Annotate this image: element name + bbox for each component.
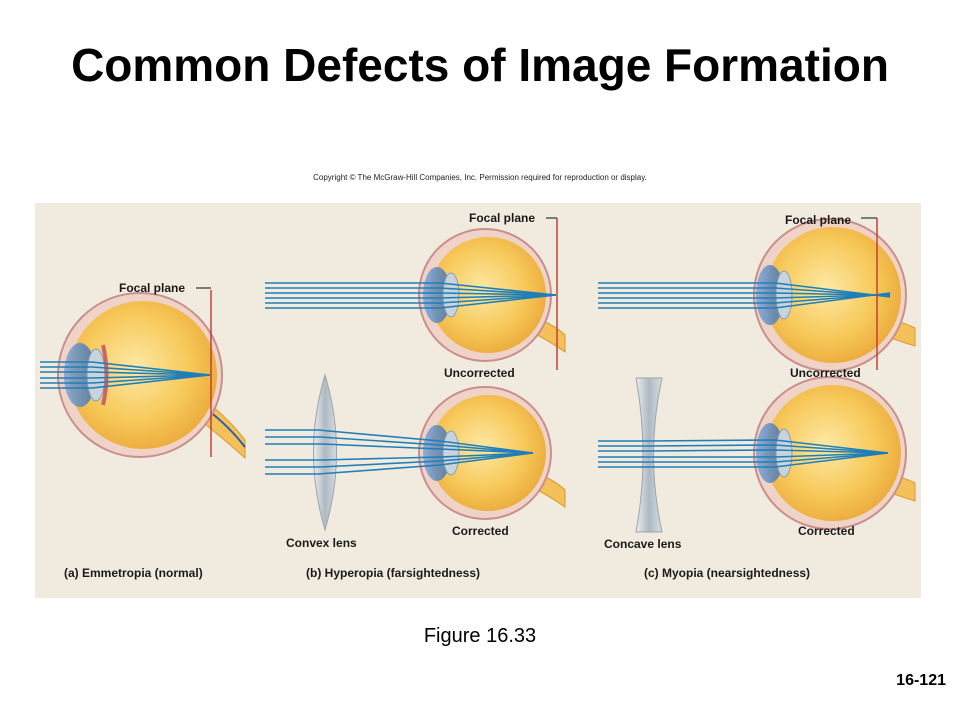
eye-a <box>57 292 246 460</box>
concave-lens-label: Concave lens <box>604 537 682 551</box>
caption-b: (b) Hyperopia (farsightedness) <box>306 566 481 580</box>
caption-c: (c) Myopia (nearsightedness) <box>644 566 811 580</box>
rays-c-uncorrected <box>598 282 891 309</box>
corrected-label-c: Corrected <box>798 524 855 538</box>
concave-lens <box>635 377 663 533</box>
rays-c-corrected <box>598 439 889 468</box>
page-title: Common Defects of Image Formation <box>71 39 889 91</box>
rays-b-corrected <box>265 429 534 475</box>
caption-a: (a) Emmetropia (normal) <box>64 566 203 580</box>
rays-b-uncorrected <box>265 282 557 309</box>
ciliary-a <box>101 344 109 406</box>
vitreous-a <box>69 301 217 449</box>
cornea-a <box>64 343 96 407</box>
figure-caption: Figure 16.33 <box>423 625 537 647</box>
eye-c-uncorrected <box>753 218 916 372</box>
focal-plane-label-b: Focal plane <box>469 211 536 225</box>
page-number: 16-121 <box>896 672 946 689</box>
lens-a <box>86 348 106 402</box>
convex-lens <box>313 373 337 532</box>
convex-lens-label: Convex lens <box>286 536 357 550</box>
corrected-label-b: Corrected <box>452 524 509 538</box>
eye-c-corrected <box>753 376 916 530</box>
focal-plane-label-c: Focal plane <box>785 213 852 227</box>
focal-plane-label-a: Focal plane <box>119 281 186 295</box>
uncorrected-label-b: Uncorrected <box>444 366 515 380</box>
eye-b-corrected <box>418 386 566 520</box>
uncorrected-label-c: Uncorrected <box>790 366 861 380</box>
rays-a <box>40 361 211 389</box>
copyright-notice: Copyright © The McGraw-Hill Companies, I… <box>313 173 647 182</box>
